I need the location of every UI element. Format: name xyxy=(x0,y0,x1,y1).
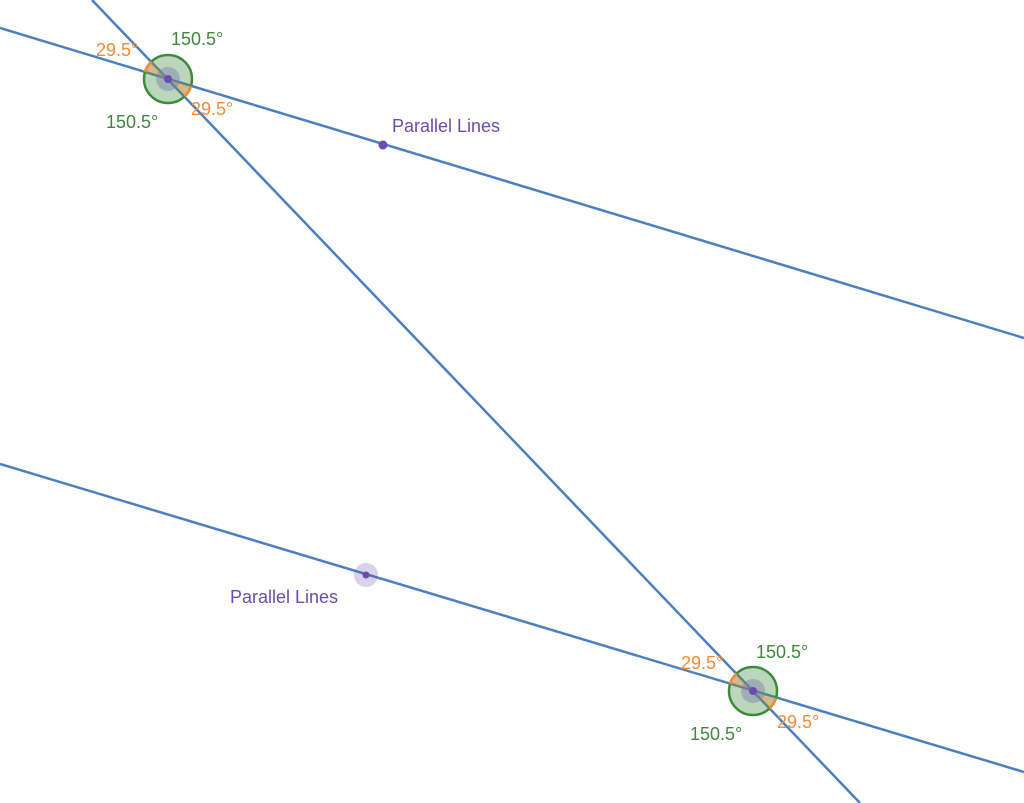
point-label-top: Parallel Lines xyxy=(392,116,501,136)
angle-label-bottom-obtuse-lower: 150.5° xyxy=(690,724,743,744)
acute-angle-left-bottom xyxy=(730,673,753,691)
point-label-bottom: Parallel Lines xyxy=(230,587,339,607)
acute-angle-right-top xyxy=(168,79,191,97)
point-top[interactable] xyxy=(378,140,388,150)
acute-angle-right-top-arc xyxy=(183,85,193,98)
acute-angle-left-top xyxy=(145,61,168,79)
transversal-line[interactable] xyxy=(91,0,861,803)
angle-label-bottom-obtuse-upper: 150.5° xyxy=(756,642,809,662)
point-bottom[interactable] xyxy=(362,571,370,579)
angle-label-bottom-acute-right: 29.5° xyxy=(777,712,820,732)
acute-angle-right-bottom-arc xyxy=(768,697,778,710)
angle-label-top-obtuse-upper: 150.5° xyxy=(171,29,224,49)
angle-label-top-obtuse-lower: 150.5° xyxy=(106,112,159,132)
acute-angle-left-bottom-arc xyxy=(728,672,738,685)
angle-label-top-acute-left: 29.5° xyxy=(96,40,139,60)
intersection-point-bottom[interactable] xyxy=(749,687,757,695)
intersection-point-top[interactable] xyxy=(164,75,172,83)
acute-angle-right-bottom xyxy=(753,691,776,709)
acute-angle-left-top-arc xyxy=(143,60,153,73)
angle-label-bottom-acute-left: 29.5° xyxy=(681,653,724,673)
parallel-line-bottom[interactable] xyxy=(0,462,1024,774)
angle-label-top-acute-right: 29.5° xyxy=(191,99,234,119)
